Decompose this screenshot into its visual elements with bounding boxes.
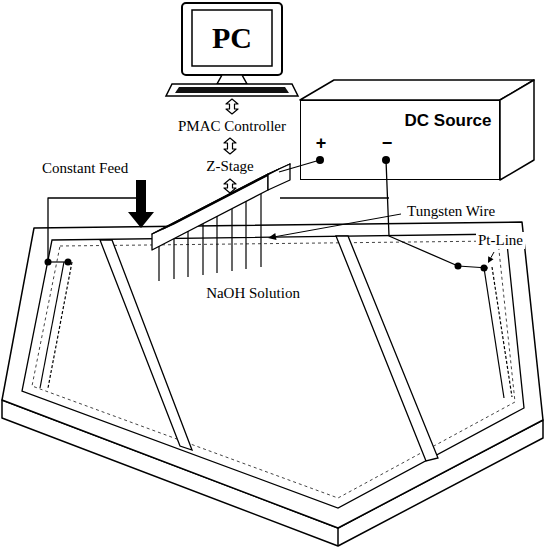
pt-line-electrode (40, 262, 64, 388)
node-text: Z-Stage (206, 157, 253, 175)
callout-label: NaOH Solution (204, 285, 302, 302)
double-arrow (226, 99, 238, 114)
terminal-dot (45, 259, 488, 272)
callout-label: Constant Feed (40, 160, 130, 177)
dc-source-housing (300, 80, 534, 100)
pt-line-electrode (40, 262, 512, 398)
bath-tray (2, 400, 543, 546)
pc-monitor (217, 75, 247, 84)
node-text: PMAC Controller (178, 117, 286, 135)
pc-monitor (182, 3, 282, 75)
tray-inner-rim (22, 234, 524, 508)
tungsten-wire (202, 224, 203, 275)
dc-source-housing (300, 80, 534, 180)
motion-arrow (224, 179, 236, 193)
leader-arrowhead (268, 233, 494, 263)
motion-arrow (224, 179, 236, 193)
leader-line (276, 214, 494, 258)
tungsten-wire (159, 194, 261, 281)
tray-inner-rim (32, 241, 515, 498)
tungsten-wire (158, 246, 159, 281)
pt-line-electrode (458, 266, 488, 268)
terminal-dot (45, 259, 52, 266)
electrode-holder (163, 169, 279, 229)
wire-guide-bar (100, 236, 438, 461)
pc-monitor (166, 3, 298, 96)
dc-source-housing (500, 80, 534, 180)
terminal-dot (481, 265, 488, 272)
feed-arrow (128, 180, 154, 228)
electrode-holder (152, 174, 268, 250)
circuit-wire (280, 197, 389, 198)
wire-guide-bar (100, 240, 192, 450)
dc-source-housing (300, 100, 500, 180)
node-text: DC Source (405, 111, 492, 131)
electrode-holder (152, 164, 290, 250)
callout-label: Pt-Line (476, 232, 525, 249)
bath-tray (337, 528, 339, 546)
bath-tray (2, 222, 543, 546)
wire-guide-bar (336, 236, 438, 461)
terminal-post (316, 156, 324, 164)
electrode-holder (268, 164, 290, 190)
controller-label-box: PMAC Controller (175, 116, 289, 136)
electrode-holder (152, 164, 290, 234)
terminal-dot (455, 263, 462, 270)
pt-line-electrode (48, 262, 72, 388)
pc-monitor (166, 84, 298, 96)
feed-arrow (128, 180, 154, 228)
computer-monitor: PC (166, 2, 298, 97)
terminal-post (382, 156, 390, 164)
stage-label-box: Z-Stage (203, 156, 256, 176)
leader-arrowhead (268, 233, 277, 240)
tungsten-wire (231, 209, 232, 271)
circuit-wire (48, 198, 138, 262)
dc-power-supply: DC Source + − (300, 100, 500, 180)
pc-monitor (192, 10, 272, 66)
node-text: + (316, 133, 327, 153)
pt-line-electrode (484, 268, 504, 398)
tungsten-wire (260, 194, 261, 267)
pt-line-electrode (48, 261, 68, 262)
leader-line (491, 252, 494, 258)
node-text: PC (212, 22, 252, 54)
double-arrow (224, 138, 236, 154)
tungsten-wire (173, 239, 174, 279)
terminal-dot (65, 259, 72, 266)
terminal-post (316, 156, 390, 164)
pt-line-electrode (492, 267, 512, 397)
callout-label: Tungsten Wire (405, 203, 497, 220)
pc-monitor (175, 87, 289, 93)
leader-line (276, 214, 401, 237)
leader-arrowhead (488, 256, 494, 263)
tray-inner-rim (22, 234, 524, 508)
tungsten-wire (216, 216, 217, 273)
node-text: − (382, 133, 393, 153)
bath-tray (2, 222, 543, 528)
tungsten-wire (245, 201, 246, 269)
tungsten-wire (187, 231, 188, 277)
